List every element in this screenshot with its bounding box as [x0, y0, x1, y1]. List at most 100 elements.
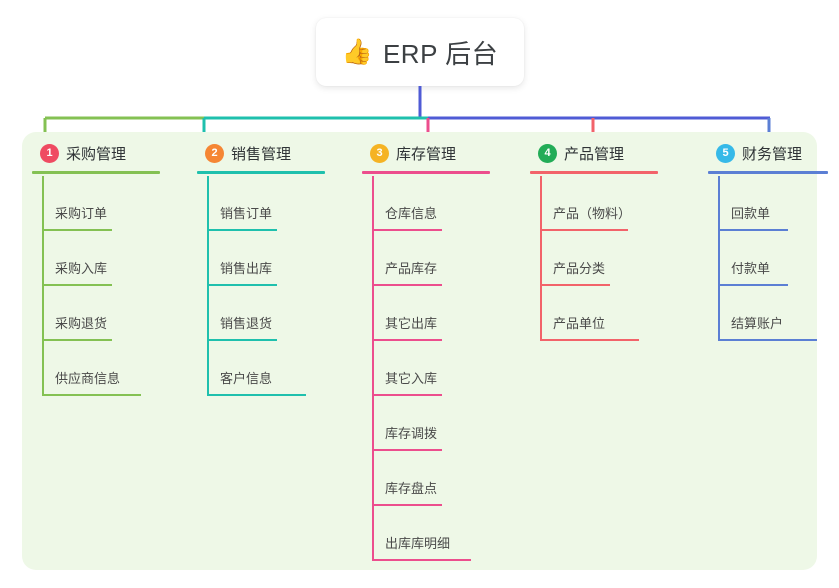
category-underline	[708, 171, 828, 174]
branch-spine	[207, 176, 209, 396]
menu-item[interactable]: 采购入库	[22, 231, 187, 286]
menu-item[interactable]: 采购退货	[22, 286, 187, 341]
menu-item[interactable]: 销售出库	[187, 231, 352, 286]
menu-item[interactable]: 其它入库	[352, 341, 517, 396]
menu-item-underline	[207, 394, 306, 396]
menu-item-label: 产品单位	[553, 316, 606, 331]
category-title: 财务管理	[742, 145, 803, 163]
menu-item-underline	[207, 229, 277, 231]
menu-item-label: 产品（物料）	[553, 206, 632, 221]
category-title: 销售管理	[231, 145, 292, 163]
menu-item[interactable]: 库存盘点	[352, 451, 517, 506]
menu-item[interactable]: 库存调拨	[352, 396, 517, 451]
menu-item-label: 销售退货	[220, 316, 273, 331]
menu-item[interactable]: 客户信息	[187, 341, 352, 396]
category-header-2[interactable]: 2 销售管理	[187, 132, 352, 174]
menu-item-underline	[372, 559, 471, 561]
menu-item-underline	[207, 284, 277, 286]
menu-item-label: 产品库存	[385, 261, 438, 276]
category-header-3[interactable]: 3 库存管理	[352, 132, 517, 174]
category-column: 2 销售管理销售订单销售出库销售退货客户信息	[187, 132, 352, 396]
menu-item-underline	[718, 339, 817, 341]
root-node-card[interactable]: 👍 ERP 后台	[316, 18, 524, 86]
category-underline	[32, 171, 160, 174]
menu-item[interactable]: 产品分类	[520, 231, 685, 286]
category-number-badge: 5	[716, 143, 735, 163]
menu-item-underline	[718, 229, 788, 231]
category-number-badge: 2	[205, 143, 224, 163]
menu-item[interactable]: 产品库存	[352, 231, 517, 286]
category-number-badge: 3	[370, 143, 389, 163]
menu-item-label: 采购退货	[55, 316, 108, 331]
thumbs-up-icon: 👍	[341, 37, 373, 66]
menu-item-label: 其它出库	[385, 316, 438, 331]
menu-item[interactable]: 产品单位	[520, 286, 685, 341]
branch-spine	[372, 176, 374, 561]
category-item-list: 仓库信息产品库存其它出库其它入库库存调拨库存盘点出库库明细	[352, 176, 517, 561]
menu-item-underline	[540, 229, 628, 231]
menu-item-underline	[372, 284, 442, 286]
category-title: 库存管理	[396, 145, 457, 163]
menu-item-underline	[207, 339, 277, 341]
menu-item[interactable]: 回款单	[698, 176, 839, 231]
menu-item-label: 其它入库	[385, 371, 438, 386]
menu-item-label: 库存调拨	[385, 426, 438, 441]
branch-spine	[718, 176, 720, 341]
menu-item-underline	[372, 229, 442, 231]
category-column: 3 库存管理仓库信息产品库存其它出库其它入库库存调拨库存盘点出库库明细	[352, 132, 517, 561]
menu-item[interactable]: 产品（物料）	[520, 176, 685, 231]
menu-item[interactable]: 仓库信息	[352, 176, 517, 231]
menu-item-underline	[372, 339, 442, 341]
menu-item-label: 产品分类	[553, 261, 606, 276]
category-underline	[362, 171, 490, 174]
menu-item[interactable]: 其它出库	[352, 286, 517, 341]
menu-item-underline	[540, 339, 639, 341]
menu-item[interactable]: 结算账户	[698, 286, 839, 341]
category-number-badge: 4	[538, 143, 557, 163]
menu-item-label: 采购入库	[55, 261, 108, 276]
menu-item[interactable]: 销售退货	[187, 286, 352, 341]
menu-item-label: 供应商信息	[55, 371, 121, 386]
category-underline	[530, 171, 658, 174]
menu-item[interactable]: 采购订单	[22, 176, 187, 231]
menu-item-label: 销售出库	[220, 261, 273, 276]
menu-item-underline	[372, 504, 442, 506]
menu-item[interactable]: 销售订单	[187, 176, 352, 231]
menu-item-underline	[540, 284, 610, 286]
category-column: 5 财务管理回款单付款单结算账户	[698, 132, 839, 341]
category-item-list: 产品（物料） 产品分类产品单位	[520, 176, 685, 341]
menu-item-underline	[372, 394, 442, 396]
menu-item-underline	[42, 284, 112, 286]
root-node-title: ERP 后台	[382, 38, 499, 69]
menu-item-underline	[42, 229, 112, 231]
menu-item-label: 采购订单	[55, 206, 108, 221]
menu-item-label: 仓库信息	[385, 206, 438, 221]
category-item-list: 回款单付款单结算账户	[698, 176, 839, 341]
menu-item-label: 付款单	[731, 261, 771, 276]
menu-item-label: 出库库明细	[385, 536, 451, 551]
menu-item-underline	[372, 449, 442, 451]
branch-spine	[540, 176, 542, 341]
category-header-5[interactable]: 5 财务管理	[698, 132, 839, 174]
category-underline	[197, 171, 325, 174]
menu-item-label: 销售订单	[220, 206, 273, 221]
category-item-list: 销售订单销售出库销售退货客户信息	[187, 176, 352, 396]
menu-item[interactable]: 出库库明细	[352, 506, 517, 561]
menu-item-label: 回款单	[731, 206, 771, 221]
menu-item[interactable]: 付款单	[698, 231, 839, 286]
menu-item[interactable]: 供应商信息	[22, 341, 187, 396]
menu-item-label: 结算账户	[731, 316, 784, 331]
menu-item-label: 库存盘点	[385, 481, 438, 496]
menu-item-underline	[718, 284, 788, 286]
category-item-list: 采购订单采购入库采购退货供应商信息	[22, 176, 187, 396]
menu-item-label: 客户信息	[220, 371, 273, 386]
branch-spine	[42, 176, 44, 396]
menu-item-underline	[42, 339, 112, 341]
menu-item-underline	[42, 394, 141, 396]
category-title: 采购管理	[66, 145, 127, 163]
